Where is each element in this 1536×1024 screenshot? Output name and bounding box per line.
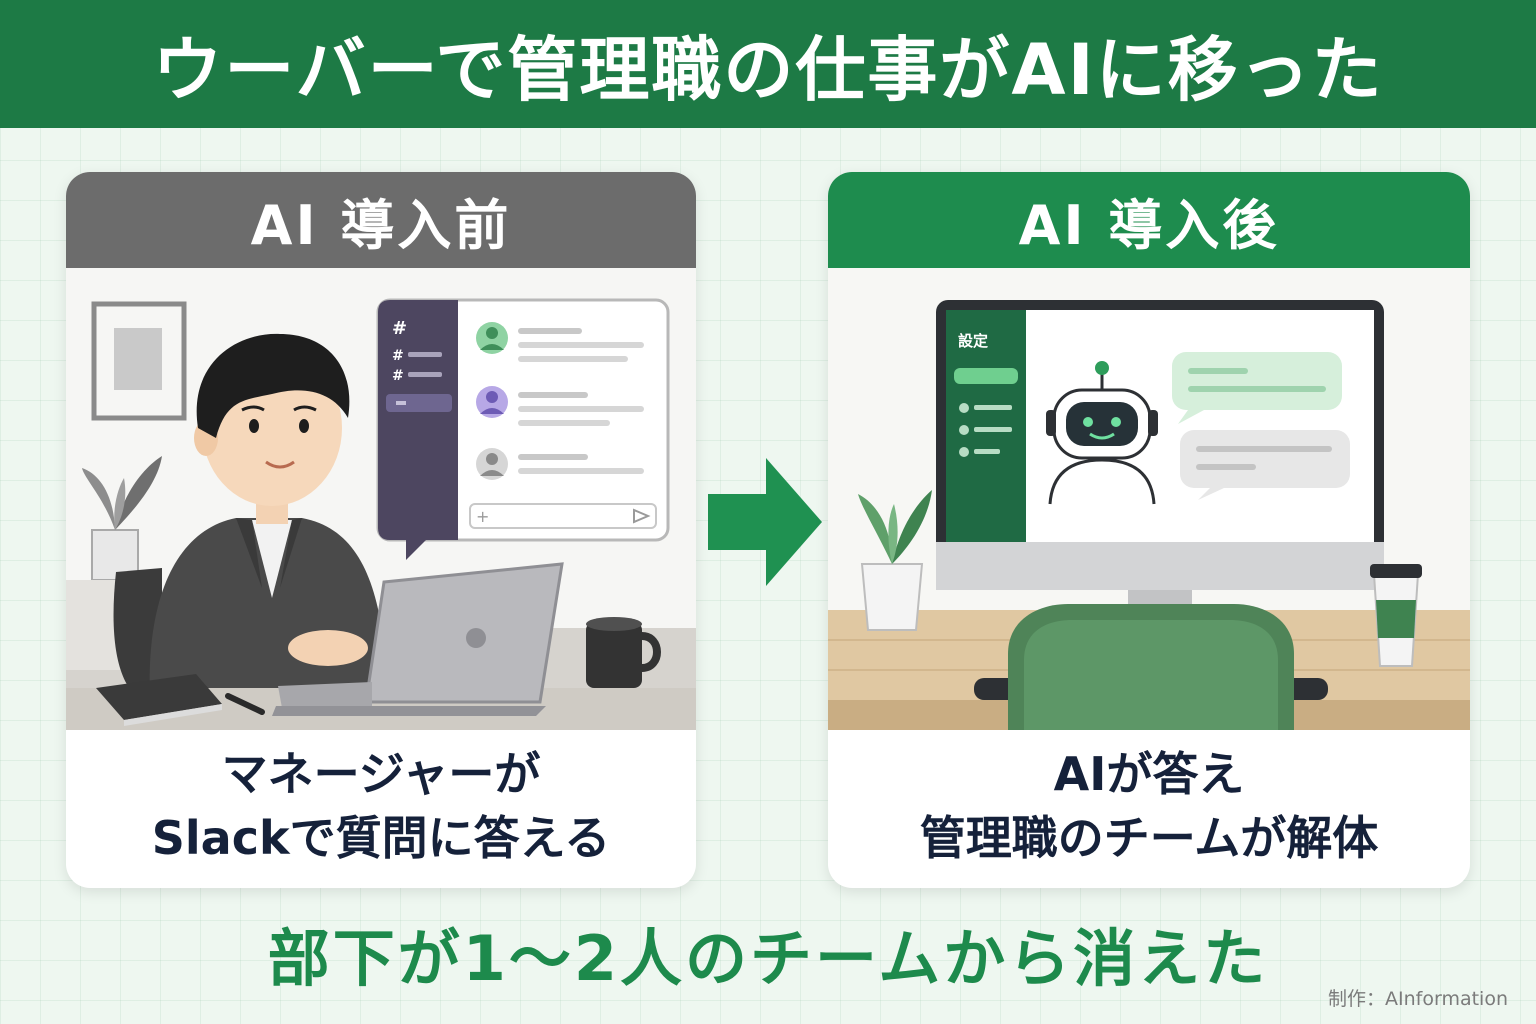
pen [225, 693, 265, 715]
channel-hash-icon: # [392, 318, 407, 339]
chat-message [476, 448, 644, 480]
slack-chat-window: # # # [376, 298, 670, 560]
before-caption: マネージャーが Slackで質問に答える [66, 742, 696, 870]
takeaway-coffee-cup [1370, 564, 1422, 667]
ai-robot-icon [1046, 361, 1158, 505]
ai-response-bubble [1180, 430, 1350, 500]
after-caption-line: AIが答え [1053, 747, 1245, 801]
after-panel-heading: AI 導入後 [828, 172, 1470, 268]
ai-response-bubble [1172, 352, 1342, 424]
before-panel-heading: AI 導入前 [66, 172, 696, 268]
chat-message [476, 386, 644, 426]
page-title: ウーバーで管理職の仕事がAIに移った [0, 0, 1536, 128]
chat-message [476, 322, 644, 362]
potted-plant [858, 490, 932, 631]
plus-icon: + [476, 507, 489, 526]
message-input [469, 503, 657, 529]
manager-person [149, 333, 436, 698]
desktop-monitor: 設定 [936, 300, 1384, 612]
before-caption-line: Slackで質問に答える [151, 811, 611, 865]
laptop [272, 562, 564, 716]
manager-at-laptop-illustration: # # # [66, 268, 696, 730]
channel-hash-icon: # [392, 368, 404, 384]
coffee-mug [586, 617, 661, 688]
send-arrow-icon [633, 508, 651, 524]
before-ai-panel: AI 導入前 [66, 172, 696, 888]
notebook [96, 674, 222, 726]
after-ai-panel: AI 導入後 設定 [828, 172, 1470, 888]
arrow-right-icon [708, 458, 822, 586]
ai-monitor-empty-desk-illustration: 設定 [828, 268, 1470, 730]
channel-hash-icon: # [392, 348, 404, 364]
wall-picture-frame [91, 301, 187, 421]
before-caption-line: マネージャーが [221, 747, 541, 801]
after-caption: AIが答え 管理職のチームが解体 [828, 742, 1470, 870]
conclusion-text: 部下が1〜2人のチームから消えた [267, 922, 1269, 995]
empty-office-chair [974, 604, 1328, 730]
after-caption-line: 管理職のチームが解体 [919, 811, 1379, 865]
monitor-sidebar-title: 設定 [958, 332, 988, 350]
credit-text: 制作：AInformation [1328, 988, 1508, 1010]
